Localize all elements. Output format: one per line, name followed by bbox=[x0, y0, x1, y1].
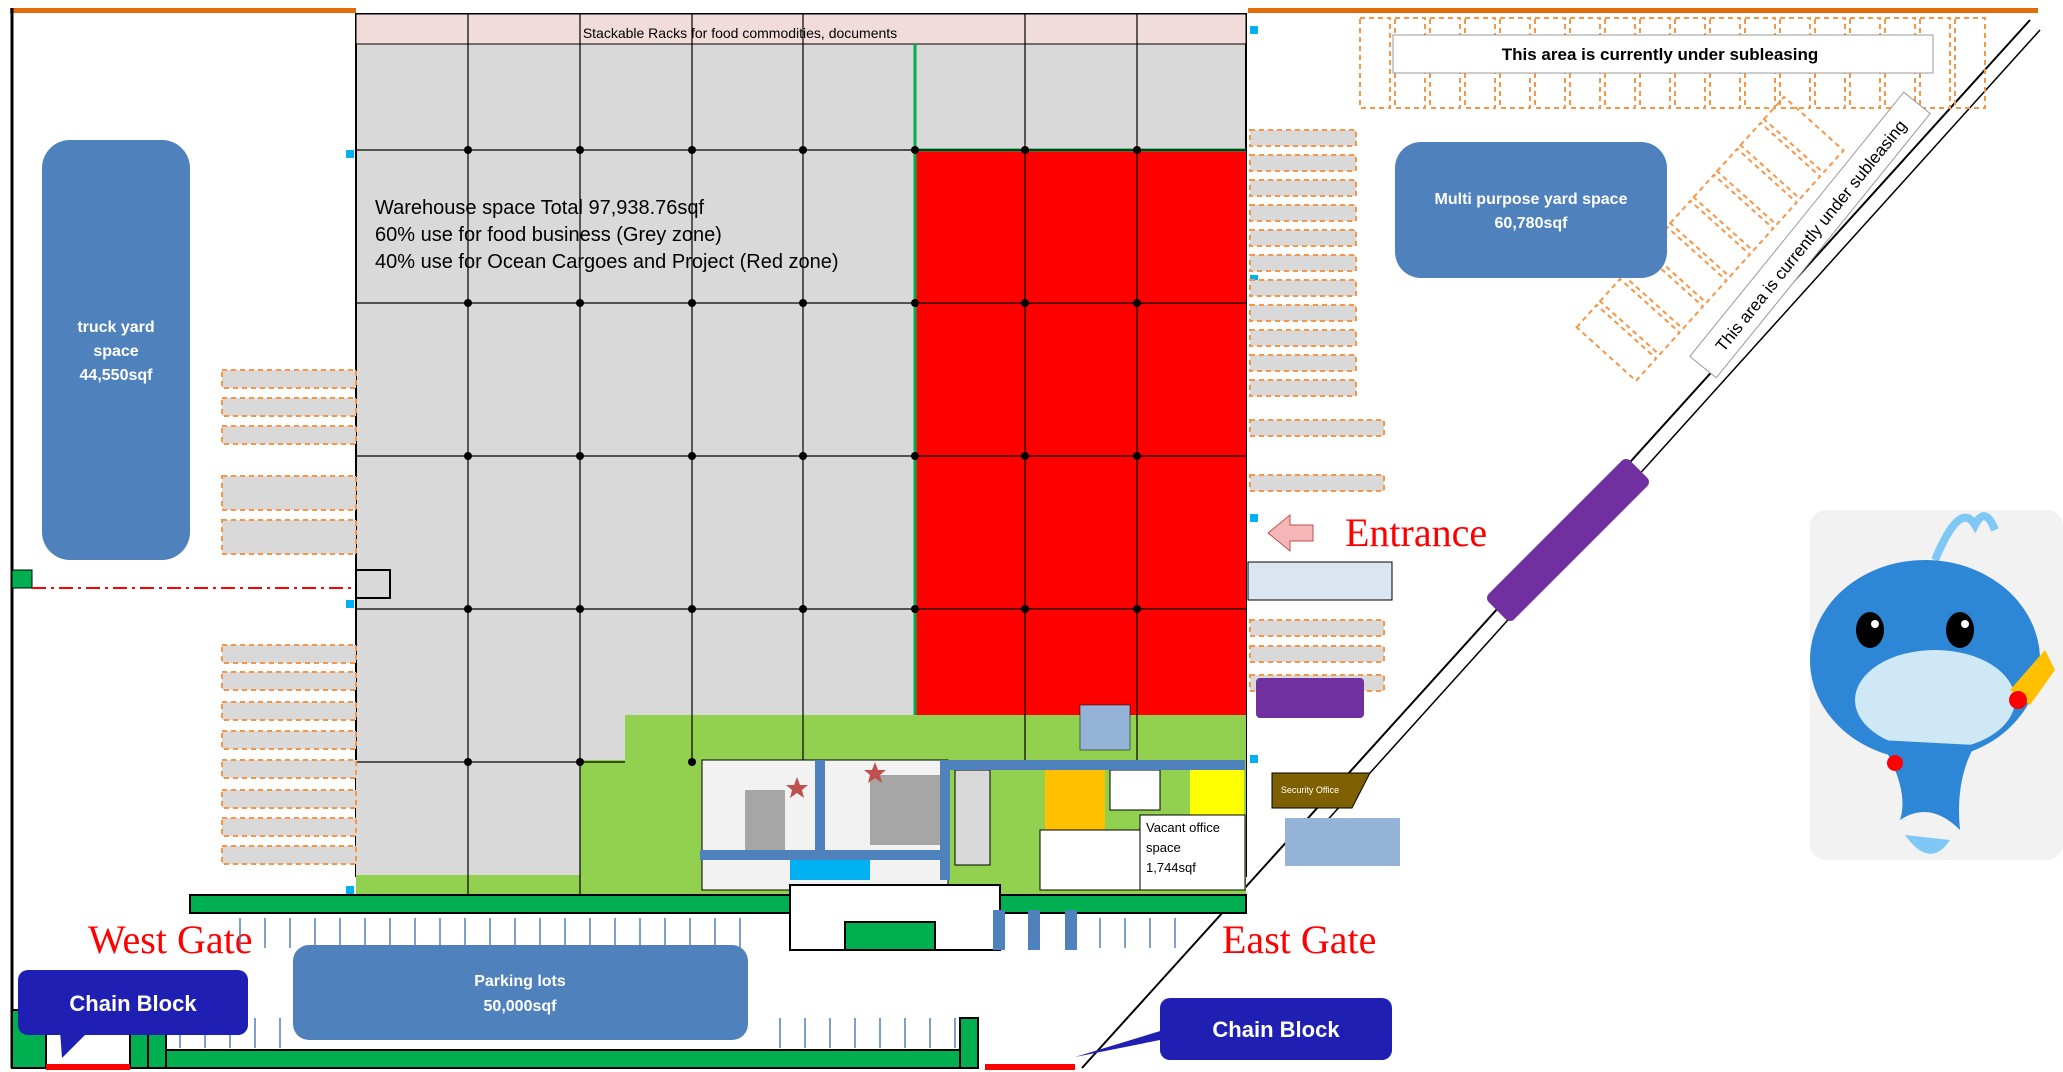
security-office-box bbox=[1271, 772, 1371, 809]
svg-text:Vacant office: Vacant office bbox=[1146, 820, 1220, 835]
south-wall bbox=[189, 884, 1247, 951]
sublease-diagonal-box bbox=[1689, 91, 1931, 379]
purple-pad bbox=[1256, 678, 1364, 718]
west-gate-label: West Gate bbox=[88, 917, 253, 962]
entrance-driveway bbox=[1247, 561, 1393, 601]
warehouse-info-line1: Warehouse space Total 97,938.76sqf bbox=[375, 197, 705, 219]
fts-building bbox=[1285, 818, 1400, 866]
parking-lots-line1: Parking lots bbox=[474, 973, 566, 990]
purple-ramp bbox=[1487, 459, 1649, 621]
west-gate-bar bbox=[46, 1064, 130, 1070]
red-zone bbox=[915, 150, 1246, 715]
security-office-label: Security Office bbox=[1281, 785, 1339, 795]
rack-header-strip bbox=[355, 13, 1247, 45]
whale-mascot-icon bbox=[1810, 510, 2063, 860]
right-parking-bays bbox=[1249, 129, 1385, 692]
entrance-label: Entrance bbox=[1345, 510, 1487, 555]
office-rooms bbox=[700, 704, 1246, 891]
grid-nodes bbox=[464, 146, 1141, 766]
chain-block-right: Chain Block bbox=[1075, 998, 1392, 1060]
truck-yard-line2: space bbox=[93, 343, 138, 360]
rack-header-text: Stackable Racks for food commodities, do… bbox=[583, 25, 897, 41]
truck-yard-line3: 44,550sqf bbox=[80, 367, 154, 384]
entrance-arrow-icon bbox=[1267, 513, 1314, 553]
chain-block-left: Chain Block bbox=[18, 970, 248, 1058]
multi-purpose-box bbox=[1395, 142, 1667, 278]
left-parking-bays bbox=[221, 369, 357, 865]
svg-text:space: space bbox=[1146, 840, 1181, 855]
multi-purpose-line1: Multi purpose yard space bbox=[1435, 191, 1628, 208]
vacant-office: Vacant office space 1,744sqf bbox=[1146, 820, 1220, 875]
truck-yard-line1: truck yard bbox=[77, 319, 154, 336]
truck-yard-box bbox=[42, 140, 190, 560]
sublease-top-box bbox=[1392, 34, 1934, 74]
warehouse-info-line2: 60% use for food business (Grey zone) bbox=[375, 224, 722, 246]
east-gate-bar bbox=[985, 1064, 1075, 1070]
multi-purpose-line2: 60,780sqf bbox=[1495, 215, 1569, 232]
sublease-diagonal-text: This area is currently under subleasing bbox=[1712, 117, 1911, 356]
sublease-top-text: This area is currently under subleasing bbox=[1502, 45, 1819, 64]
svg-text:Chain Block: Chain Block bbox=[69, 991, 197, 1016]
parking-lots-box bbox=[293, 945, 748, 1040]
warehouse-info: Warehouse space Total 97,938.76sqf 60% u… bbox=[375, 197, 839, 273]
warehouse-info-line3: 40% use for Ocean Cargoes and Project (R… bbox=[375, 251, 839, 273]
bottom-boundary bbox=[11, 1009, 979, 1069]
svg-text:1,744sqf: 1,744sqf bbox=[1146, 860, 1196, 875]
west-dock-line bbox=[11, 569, 391, 599]
east-gate-label: East Gate bbox=[1222, 917, 1376, 962]
parking-lots-line2: 50,000sqf bbox=[484, 998, 558, 1015]
svg-text:Chain Block: Chain Block bbox=[1212, 1017, 1340, 1042]
